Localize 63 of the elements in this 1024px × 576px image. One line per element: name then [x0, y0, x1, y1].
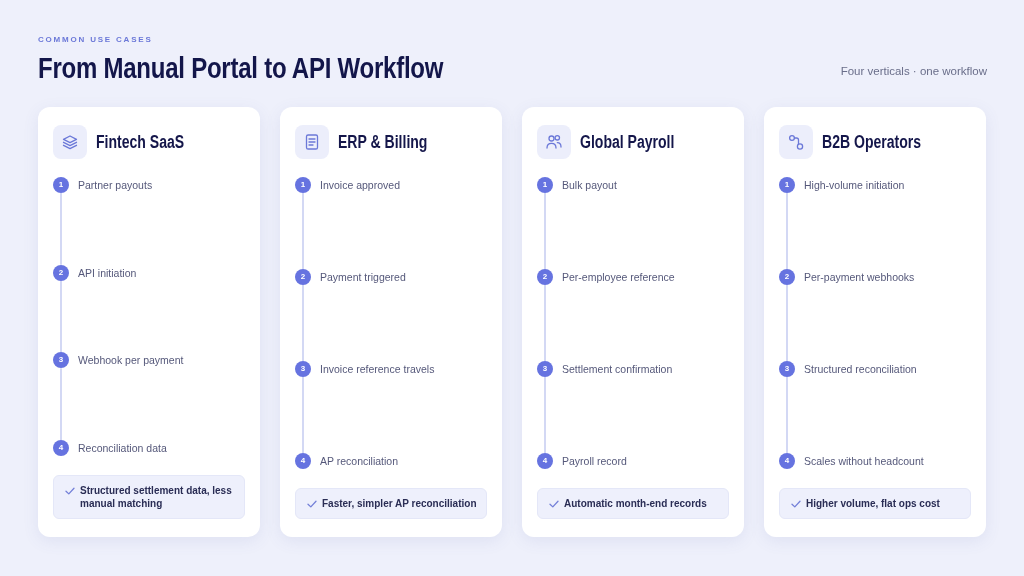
step-label: Invoice reference travels [320, 362, 435, 376]
timeline-line [786, 284, 788, 362]
card-heading: ERP & Billing [338, 131, 428, 153]
step-label: API initiation [78, 265, 137, 280]
step-label: Payment triggered [320, 270, 406, 284]
step-marker: 2 [295, 269, 311, 285]
step-label: Webhook per payment [78, 353, 184, 368]
use-case-card [280, 107, 502, 537]
page-title: From Manual Portal to API Workflow [38, 52, 444, 84]
outcome-text: Structured settlement data, less manual matching [80, 484, 233, 510]
step-label: Scales without headcount [804, 454, 924, 468]
timeline-line [544, 192, 546, 270]
timeline-line [60, 192, 62, 266]
step-marker: 1 [779, 177, 795, 193]
step-marker: 1 [537, 177, 553, 193]
use-case-card [522, 107, 744, 537]
step-marker: 2 [53, 264, 69, 281]
step-marker: 4 [779, 453, 795, 469]
step-marker: 1 [295, 177, 311, 193]
step-label: Invoice approved [320, 178, 400, 192]
use-case-card [764, 107, 986, 537]
step-label: Settlement confirmation [562, 362, 673, 376]
outcome-callout [295, 488, 487, 519]
step-marker: 3 [537, 361, 553, 377]
timeline-line [302, 376, 304, 454]
card-heading: Global Payroll [580, 131, 675, 153]
step-marker: 4 [295, 453, 311, 469]
subtitle-text: Four verticals · one workflow [840, 64, 987, 78]
step-label: Payroll record [562, 454, 627, 468]
step-label: Structured reconciliation [804, 362, 917, 376]
step-label: Per-employee reference [562, 270, 675, 284]
timeline-line [302, 284, 304, 362]
step-marker: 3 [779, 361, 795, 377]
step-marker: 4 [537, 453, 553, 469]
step-label: High-volume initiation [804, 178, 905, 192]
card-heading: Fintech SaaS [96, 131, 185, 153]
outcome-callout [779, 488, 971, 519]
step-marker: 1 [53, 177, 69, 193]
eyebrow-label: COMMON USE CASES [38, 35, 153, 45]
step-marker: 3 [53, 352, 69, 369]
step-label: Per-payment webhooks [804, 270, 915, 284]
timeline-line [544, 284, 546, 362]
outcome-callout [537, 488, 729, 519]
outcome-text: Faster, simpler AP reconciliation [322, 497, 478, 510]
step-marker: 3 [295, 361, 311, 377]
step-marker: 2 [779, 269, 795, 285]
timeline-line [786, 192, 788, 270]
timeline-line [302, 192, 304, 270]
timeline-line [60, 279, 62, 354]
outcome-text: Higher volume, flat ops cost [806, 497, 941, 510]
outcome-callout [53, 475, 245, 519]
timeline-line [786, 376, 788, 454]
step-label: Reconciliation data [78, 440, 167, 455]
step-label: Bulk payout [562, 178, 617, 192]
step-label: AP reconciliation [320, 454, 399, 468]
timeline-line [544, 376, 546, 454]
outcome-text: Automatic month-end records [564, 497, 708, 510]
step-label: Partner payouts [78, 178, 153, 192]
step-marker: 4 [53, 439, 69, 456]
card-heading: B2B Operators [822, 131, 922, 153]
step-marker: 2 [537, 269, 553, 285]
use-case-card [38, 107, 260, 537]
timeline-line [60, 367, 62, 441]
